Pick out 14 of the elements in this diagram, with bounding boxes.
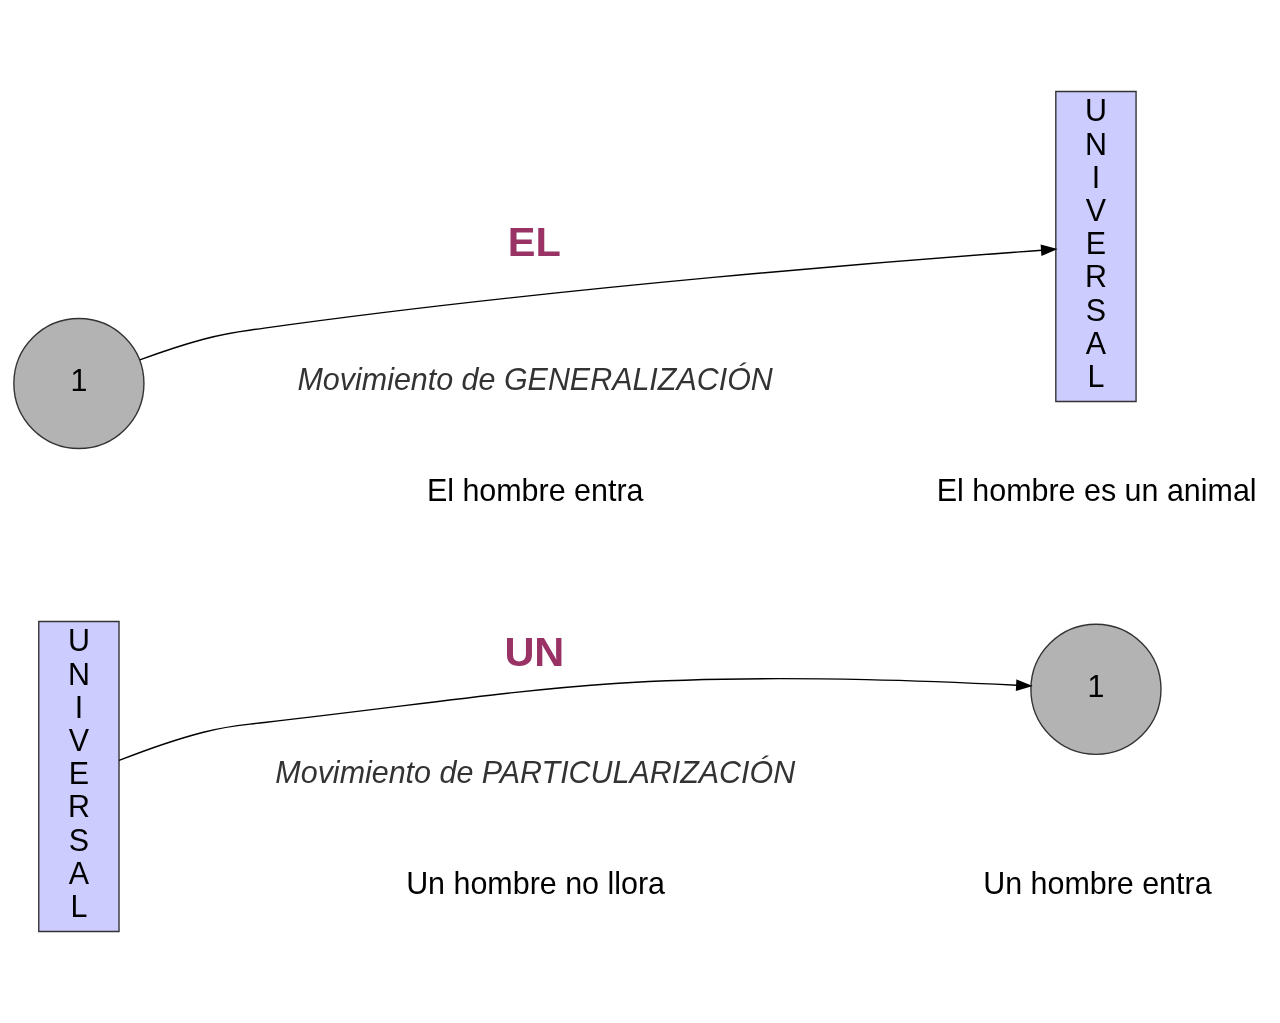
- label: Un hombre no llora: [406, 865, 666, 900]
- edge-label: UN: [504, 627, 565, 675]
- node-box: UNIVERSAL: [38, 620, 120, 933]
- label: El hombre es un animal: [936, 472, 1257, 507]
- node-circle: 1: [1030, 623, 1162, 756]
- label: El hombre entra: [426, 472, 644, 507]
- label: Movimiento de GENERALIZACIÓN: [297, 361, 773, 396]
- node-box: UNIVERSAL: [1055, 90, 1137, 403]
- arrow: [139, 244, 1058, 361]
- label: Movimiento de PARTICULARIZACIÓN: [275, 754, 796, 789]
- node-circle: 1: [13, 317, 145, 450]
- label: Un hombre entra: [983, 865, 1212, 900]
- arrow: [118, 678, 1033, 762]
- edge-label: EL: [507, 218, 561, 266]
